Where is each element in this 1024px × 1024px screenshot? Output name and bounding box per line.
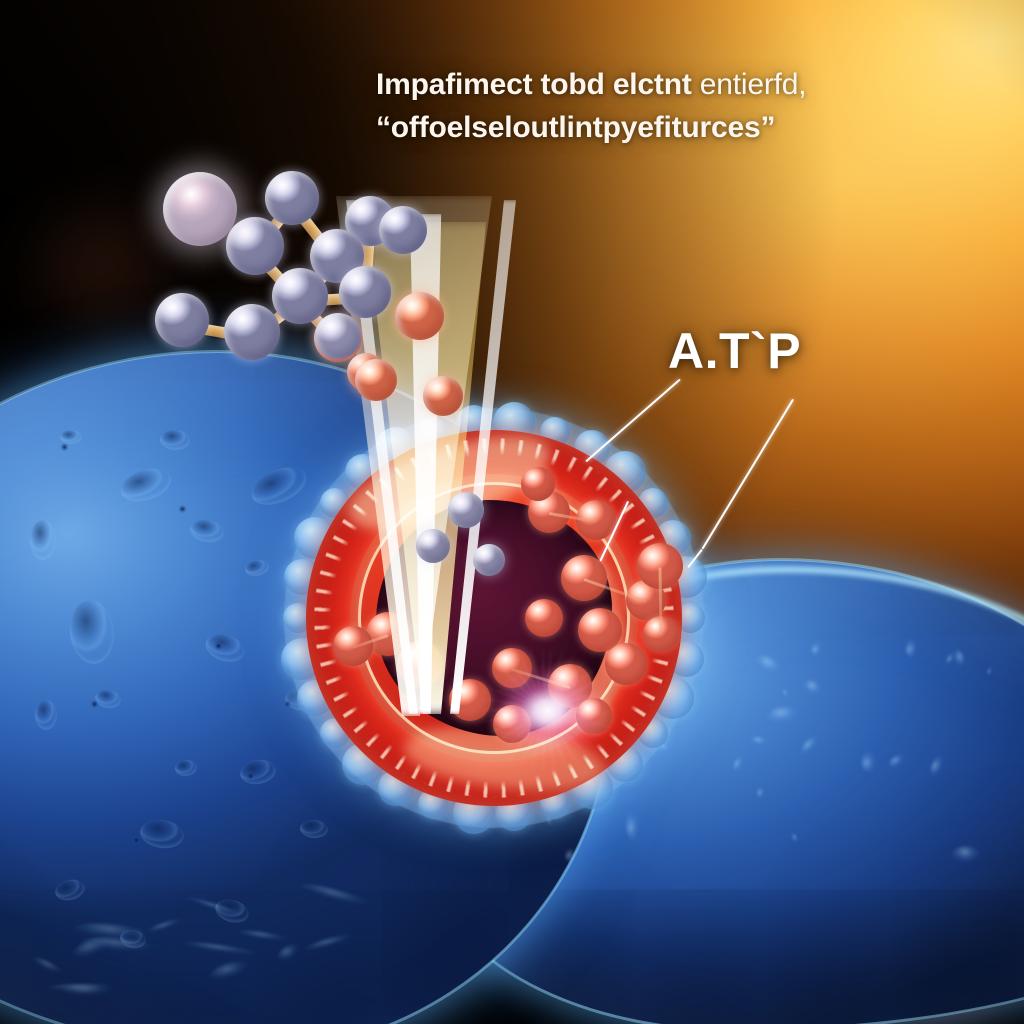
molecule-atom [224, 304, 280, 360]
free-sphere [315, 313, 361, 359]
cell-dimple [35, 700, 57, 730]
page-title: Impafimect tobd elctnt entierfd, “offoel… [376, 64, 976, 149]
atp-callout-label: A.T`P [668, 323, 802, 379]
free-sphere [416, 529, 450, 563]
title-line1-thin: entierfd, [691, 68, 807, 101]
atp-molecule [521, 467, 555, 501]
molecule-atom [272, 268, 328, 324]
free-pearl-sphere [163, 172, 237, 246]
title-line1-bold: Impafimect tobd elctnt [376, 68, 692, 101]
free-sphere [448, 492, 484, 528]
free-sphere [423, 376, 463, 416]
molecule-atom [379, 206, 427, 254]
cell-pore [214, 642, 223, 651]
cell-dimple [60, 430, 82, 444]
cell-dimple [30, 520, 56, 560]
molecule-atom [226, 217, 284, 275]
free-sphere [396, 292, 444, 340]
energy-flash-rays [470, 650, 620, 770]
cell-wisp [60, 984, 120, 999]
cell-pore [60, 443, 69, 452]
molecule-atom [339, 266, 391, 318]
cell-pore [246, 772, 255, 781]
cell-pore [132, 836, 141, 845]
molecule-atom [265, 171, 319, 225]
molecule-atom [155, 293, 209, 347]
free-sphere [473, 544, 505, 576]
cell-pore [178, 505, 187, 514]
atp-molecule [525, 599, 563, 637]
free-sphere [355, 359, 397, 401]
title-line2: “offoelseloutlintpyefiturces” [376, 110, 776, 144]
cell-pore [90, 700, 99, 709]
